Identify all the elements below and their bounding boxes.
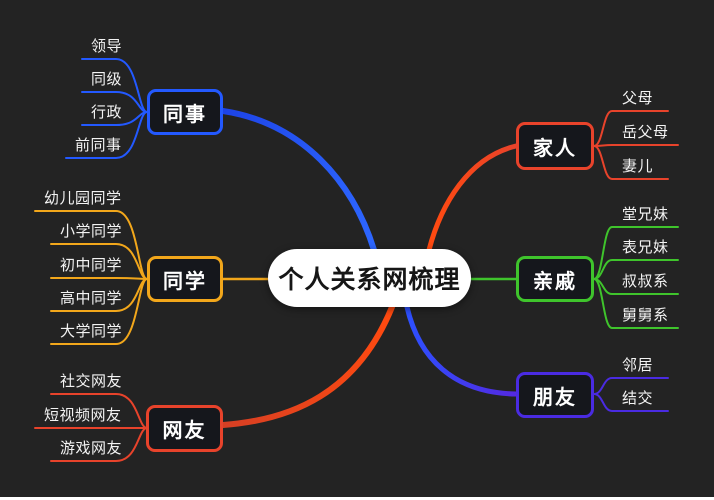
branch-child-label[interactable]: 舅舅系 bbox=[622, 307, 669, 324]
child-link bbox=[81, 58, 148, 113]
branch-child-label[interactable]: 幼儿园同学 bbox=[44, 190, 122, 207]
link-net-friends bbox=[220, 304, 395, 428]
child-link bbox=[593, 145, 669, 180]
branch-node-net-friends[interactable]: 网友 bbox=[146, 405, 223, 452]
child-link bbox=[50, 277, 148, 280]
child-link bbox=[593, 144, 679, 147]
branch-child-label[interactable]: 前同事 bbox=[75, 137, 122, 154]
branch-child-label[interactable]: 行政 bbox=[91, 104, 123, 121]
branch-label: 亲戚 bbox=[533, 270, 577, 293]
branch-child-label[interactable]: 社交网友 bbox=[60, 373, 123, 390]
branch-child-label[interactable]: 邻居 bbox=[622, 357, 654, 374]
branch-child-label[interactable]: 叔叔系 bbox=[622, 273, 669, 290]
branch-node-classmates[interactable]: 同学 bbox=[147, 256, 223, 302]
link-family bbox=[426, 143, 519, 253]
branch-label: 家人 bbox=[533, 137, 577, 160]
branch-node-friends[interactable]: 朋友 bbox=[516, 372, 594, 418]
child-link bbox=[593, 278, 679, 329]
branch-child-label[interactable]: 领导 bbox=[91, 38, 123, 55]
branch-child-label[interactable]: 父母 bbox=[622, 90, 654, 107]
branch-child-label[interactable]: 游戏网友 bbox=[60, 440, 123, 457]
child-link bbox=[50, 427, 148, 462]
child-link bbox=[593, 110, 669, 147]
branch-node-colleagues[interactable]: 同事 bbox=[147, 89, 223, 135]
bottom-edge-strip bbox=[0, 497, 714, 500]
link-friends bbox=[404, 304, 519, 397]
branch-child-label[interactable]: 初中同学 bbox=[60, 257, 123, 274]
child-link bbox=[81, 91, 148, 113]
branch-child-label[interactable]: 岳父母 bbox=[622, 124, 669, 141]
center-topic-label: 个人关系网梳理 bbox=[278, 266, 461, 294]
branch-node-relatives[interactable]: 亲戚 bbox=[516, 256, 594, 302]
branch-child-label[interactable]: 堂兄妹 bbox=[622, 206, 669, 223]
branch-label: 朋友 bbox=[533, 386, 577, 409]
branch-label: 网友 bbox=[162, 420, 207, 442]
center-topic[interactable]: 个人关系网梳理 bbox=[268, 249, 471, 307]
child-link bbox=[65, 111, 148, 159]
branch-child-label[interactable]: 结交 bbox=[622, 390, 654, 407]
branch-label: 同事 bbox=[163, 103, 207, 126]
child-link bbox=[593, 377, 669, 395]
branch-child-label[interactable]: 短视频网友 bbox=[44, 407, 122, 424]
branch-child-label[interactable]: 表兄妹 bbox=[622, 239, 669, 256]
child-link bbox=[50, 393, 148, 429]
branch-node-family[interactable]: 家人 bbox=[516, 122, 594, 170]
link-colleagues bbox=[220, 108, 377, 253]
child-link bbox=[50, 243, 148, 280]
branch-child-label[interactable]: 高中同学 bbox=[60, 290, 123, 307]
child-link bbox=[593, 393, 669, 412]
branch-child-label[interactable]: 妻儿 bbox=[622, 158, 654, 175]
branch-child-label[interactable]: 大学同学 bbox=[60, 323, 123, 340]
branch-child-label[interactable]: 小学同学 bbox=[60, 223, 123, 240]
branch-label: 同学 bbox=[163, 270, 207, 293]
child-link bbox=[50, 278, 148, 345]
child-link bbox=[593, 259, 679, 280]
branch-child-label[interactable]: 同级 bbox=[91, 71, 123, 88]
